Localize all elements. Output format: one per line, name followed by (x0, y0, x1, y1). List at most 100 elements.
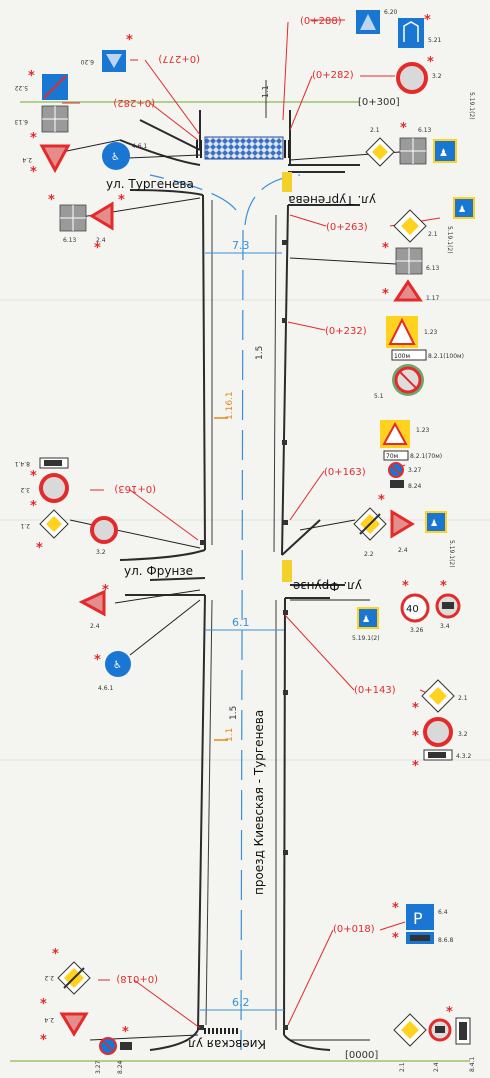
svg-text:*: * (94, 653, 101, 668)
svg-text:8.24: 8.24 (408, 483, 422, 490)
sign-2-4-r: 2.4 (390, 509, 415, 554)
svg-text:2.1: 2.1 (20, 522, 30, 529)
stopline-turgeneva-right (284, 140, 290, 158)
svg-text:8.24: 8.24 (117, 1060, 124, 1074)
svg-text:*: * (28, 69, 35, 84)
sign-2-2-bl: 2.2 * (44, 947, 91, 995)
sign-2-1-br: 2.1 (393, 1013, 427, 1072)
crosswalk-turgeneva (204, 136, 284, 160)
svg-text:*: * (424, 13, 431, 28)
svg-text:5.21: 5.21 (428, 37, 442, 44)
street-proezd: проезд Киевская - Тургенева (252, 710, 266, 895)
svg-text:6.13: 6.13 (426, 265, 440, 272)
svg-text:*: * (427, 55, 434, 70)
svg-text:*: * (36, 541, 43, 556)
svg-text:8.2.1(100м): 8.2.1(100м) (428, 353, 464, 360)
stopline-kievskaya (204, 1028, 240, 1034)
svg-text:5.19.1(2): 5.19.1(2) (446, 226, 453, 254)
station-143: (0+143) (354, 685, 396, 696)
station-282-left: (0+282) (113, 97, 155, 108)
width-dimensions (200, 252, 284, 1011)
svg-text:*: * (30, 165, 37, 180)
svg-text:*: * (382, 287, 389, 302)
sign-1-23-b: 1.23 (380, 420, 430, 448)
sign-2-4-mid: 2.4 * * (89, 193, 125, 256)
road-edges (119, 110, 360, 1051)
svg-text:*: * (40, 997, 47, 1012)
marking-label-1: 1.16.1 (225, 391, 235, 420)
svg-text:2.4: 2.4 (90, 623, 100, 630)
svg-text:3.2: 3.2 (96, 549, 106, 556)
station-300: [0+300] (358, 97, 400, 108)
sign-3-2-b: 3.2 * (412, 717, 468, 747)
road-markers (199, 240, 288, 1030)
street-turgeneva-right: ул. Тургенева (288, 193, 376, 207)
svg-text:♟: ♟ (430, 519, 438, 529)
sign-8-2-1-100: 100м 8.2.1(100м) (391, 349, 464, 361)
svg-text:40: 40 (406, 604, 419, 615)
width-label-2: 6.1 (232, 616, 250, 629)
svg-text:*: * (48, 193, 55, 208)
svg-text:5.19.1(2): 5.19.1(2) (448, 540, 455, 568)
sign-6-13-r2: 6.13 * (382, 241, 440, 275)
sign-2-2-r: 2.2 * (353, 493, 387, 558)
leader-lines-black (61, 139, 401, 1041)
sign-2-1-r2: 2.1 (393, 209, 438, 243)
svg-text:*: * (52, 947, 59, 962)
svg-text:5.22: 5.22 (14, 84, 28, 91)
marking-ticks (214, 417, 228, 741)
svg-text:4.6.1: 4.6.1 (132, 143, 147, 150)
svg-text:2.4: 2.4 (398, 547, 408, 554)
svg-text:♟: ♟ (362, 615, 370, 625)
svg-text:*: * (102, 583, 109, 598)
sign-2-4-bl: 2.4 * * (40, 997, 89, 1048)
svg-text:*: * (382, 241, 389, 256)
sign-4-6-1-b: ♿ 4.6.1 * (94, 651, 131, 692)
station-282-right: (0+282) (312, 70, 354, 81)
sign-4-6-1-top: ♿ 4.6.1 (102, 142, 147, 170)
station-232: (0+232) (325, 326, 367, 337)
sign-5-19-r2: ♟ 5.19.1(2) (446, 197, 475, 254)
sign-5-22: 5.22 * (14, 69, 68, 100)
svg-text:6.20: 6.20 (80, 58, 94, 65)
sign-2-1-top: 2.1 (365, 127, 395, 167)
sign-3-26: 40 3.26 * (400, 579, 430, 634)
yellow-marking-frunze (282, 560, 292, 582)
sign-3-2-left2: 3.2 (90, 516, 118, 556)
sign-2-1-b: 2.1 * (412, 679, 468, 716)
lane-edges (205, 200, 277, 1030)
svg-text:4.3.2: 4.3.2 (456, 753, 471, 760)
svg-text:5.1: 5.1 (374, 393, 384, 400)
station-018-right: (0+018) (333, 924, 375, 935)
sign-2-1-left: 2.1 * * (20, 499, 69, 556)
svg-text:8.4.1: 8.4.1 (15, 460, 30, 467)
svg-text:2.1: 2.1 (428, 231, 438, 238)
svg-text:8.2.1(70м): 8.2.1(70м) (410, 453, 442, 460)
marking-label-3: 1.5 (255, 346, 265, 360)
svg-text:100м: 100м (394, 353, 410, 360)
sign-8-24: 8.24 (390, 480, 422, 490)
sign-6-13-topleft: 6.13 (14, 105, 69, 133)
leader-lines (62, 19, 441, 1029)
sign-8-6-8: 8.6.8 * (392, 931, 453, 946)
svg-text:*: * (400, 121, 407, 136)
sign-6-4-parking: P 6.4 * (392, 901, 448, 930)
sign-6-20-top: 6.20 (356, 9, 398, 34)
svg-text:6.13: 6.13 (63, 237, 77, 244)
svg-text:*: * (392, 931, 399, 946)
svg-text:*: * (30, 469, 37, 484)
sign-1-17: 1.17 * (382, 279, 440, 302)
sign-6-13-mid: 6.13 * (48, 193, 87, 244)
svg-text:3.2: 3.2 (458, 731, 468, 738)
svg-text:♿: ♿ (111, 152, 120, 163)
svg-text:2.4: 2.4 (96, 237, 106, 244)
svg-text:3.2: 3.2 (432, 73, 442, 80)
width-label-1: 7.3 (232, 239, 250, 252)
svg-text:3.27: 3.27 (408, 467, 422, 474)
svg-text:3.26: 3.26 (410, 627, 424, 634)
sign-4-3-2: 4.3.2 * (412, 749, 471, 774)
svg-text:*: * (378, 493, 385, 508)
svg-text:♿: ♿ (113, 660, 122, 671)
svg-text:3.4: 3.4 (440, 623, 450, 630)
sign-2-4-frunze-left: 2.4 * (78, 583, 109, 630)
